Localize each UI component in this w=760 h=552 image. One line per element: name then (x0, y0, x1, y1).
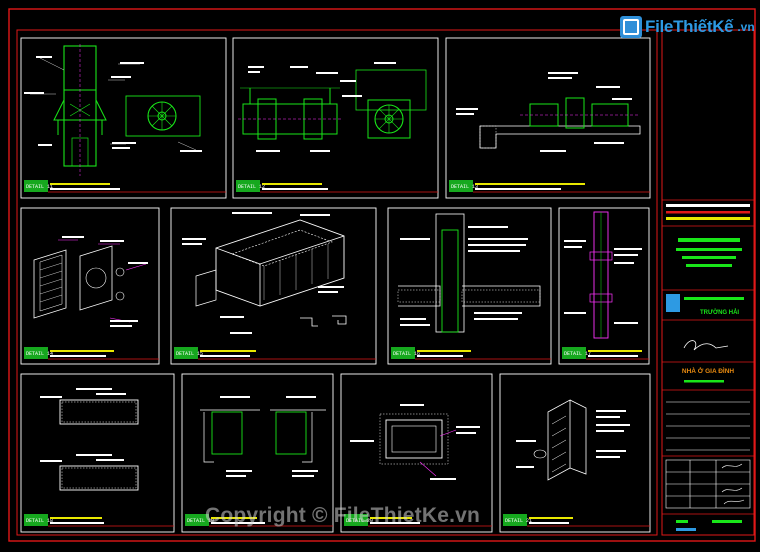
logo-icon (620, 16, 642, 38)
panel-5-label: DETAIL 15 (176, 351, 203, 357)
panel-5: DETAIL 15 (170, 207, 377, 365)
panel-2: DETAIL 12 (232, 37, 439, 199)
panel-9: DETAIL 19 (181, 373, 334, 533)
panel-6-label: DETAIL 16 (393, 351, 420, 357)
panel-10: DETAIL 20 (340, 373, 493, 533)
copyright-watermark: Copyright © FileThietKe.vn (205, 504, 481, 527)
panel-2-label: DETAIL 12 (238, 184, 265, 190)
panel-9-label: DETAIL 19 (187, 518, 214, 524)
panel-6: DETAIL 16 (387, 207, 552, 365)
owner-name: TRƯỜNG HẢI (700, 308, 739, 316)
project-title: NHÀ Ở GIA ĐÌNH (682, 366, 735, 375)
title-block-frame (661, 29, 755, 536)
panel-10-label: DETAIL 20 (346, 518, 373, 524)
site-logo[interactable]: FileThiếtKế.vn (620, 14, 755, 40)
logo-brand: FileThiếtKế (645, 17, 734, 36)
panel-4: DETAIL 14 (20, 207, 160, 365)
logo-tld: .vn (737, 20, 755, 34)
panel-8: DETAIL 18 (20, 373, 175, 533)
panel-8-label: DETAIL 18 (26, 518, 53, 524)
panel-7: DETAIL 17 (558, 207, 650, 365)
title-block: TRƯỜNG HẢI NHÀ Ở GIA ĐÌNH (662, 199, 754, 531)
drawing-area-frame (16, 29, 658, 536)
panel-3-label: DETAIL 13 (451, 184, 478, 190)
sheet-outer-frame (8, 8, 756, 542)
panel-11-label: DETAIL 21 (505, 518, 532, 524)
panel-3: DETAIL 13 (445, 37, 651, 199)
panel-7-label: DETAIL 17 (564, 351, 591, 357)
panel-1: DETAIL 11 (20, 37, 227, 199)
panel-4-label: DETAIL 14 (26, 351, 53, 357)
panel-11: DETAIL 21 (499, 373, 651, 533)
panel-1-label: DETAIL 11 (26, 184, 53, 190)
